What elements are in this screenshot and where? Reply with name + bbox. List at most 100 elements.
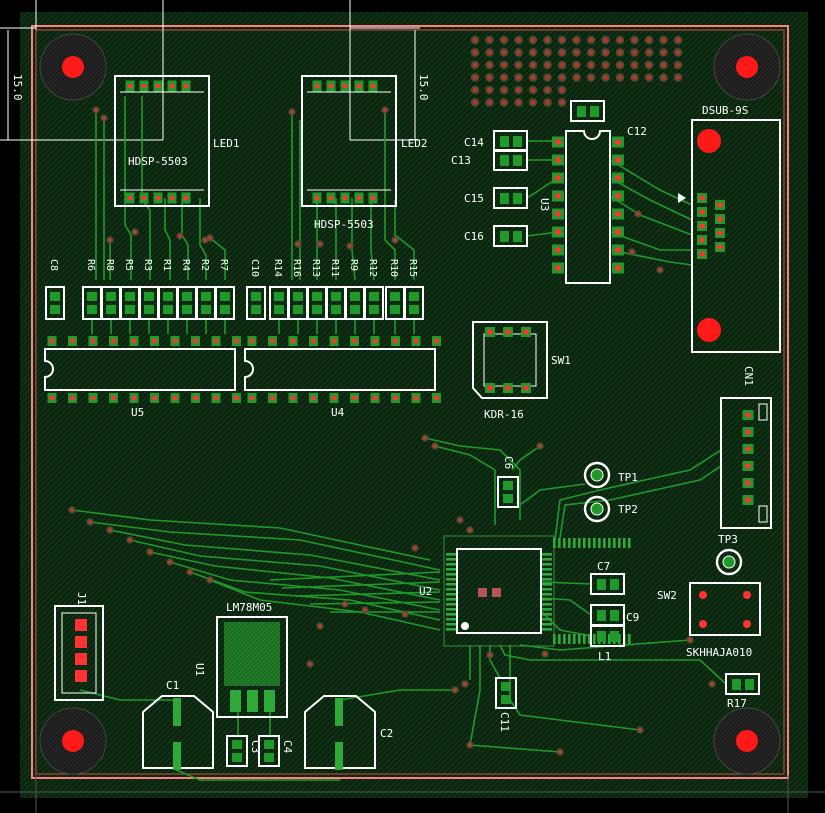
- grid-pin-hole: [589, 63, 593, 67]
- grid-pin-hole: [618, 63, 622, 67]
- u2-pin: [446, 558, 456, 561]
- grid-pin-hole: [516, 100, 521, 105]
- copper-trace: [499, 644, 727, 685]
- grid-pin-hole: [487, 38, 492, 42]
- u2-pin: [598, 538, 601, 548]
- via-hole: [348, 244, 352, 248]
- c1-label: C1: [166, 679, 179, 692]
- u2-pin: [446, 588, 456, 591]
- u2-pin: [593, 538, 596, 548]
- led-pad-hole: [328, 83, 334, 89]
- grid-pin-hole: [502, 50, 506, 55]
- dip-pad-hole: [233, 338, 240, 344]
- resistor-pad: [390, 292, 400, 301]
- grid-pin-hole: [516, 63, 521, 67]
- dsub-pad-hole: [717, 216, 723, 222]
- sw1-pad-hole: [487, 329, 493, 335]
- hdsp-label-2: HDSP-5503: [314, 218, 374, 231]
- resistor-outline: [404, 286, 424, 320]
- c9-label: C9: [626, 611, 639, 624]
- u2-pin: [573, 634, 576, 644]
- u2-pin: [628, 538, 631, 548]
- tp2-label: TP2: [618, 503, 638, 516]
- resistor-outline: [364, 286, 384, 320]
- skhh-label: SKHHAJA010: [686, 646, 752, 659]
- l1-label: L1: [598, 650, 611, 663]
- via-hole: [538, 444, 542, 448]
- dip-pad-hole: [192, 395, 199, 401]
- led-pad-hole: [155, 195, 161, 201]
- cn1-label: CN1: [742, 366, 755, 386]
- dip-pad-hole: [233, 395, 240, 401]
- copper-trace: [434, 445, 496, 525]
- c7-footprint: [590, 573, 625, 595]
- led-pad-hole: [183, 83, 189, 89]
- cn1-pad-hole: [745, 463, 751, 469]
- grid-pin-hole: [560, 100, 564, 105]
- grid-pin-hole: [531, 100, 535, 105]
- resistor-pad: [274, 292, 284, 301]
- u2-pin: [542, 578, 552, 581]
- c13-label: C13: [451, 154, 471, 167]
- via-hole: [463, 682, 467, 686]
- resistor-pad: [163, 305, 173, 314]
- via-hole: [148, 550, 152, 554]
- grid-pin-hole: [545, 88, 550, 92]
- resistor-label-r16: R16: [291, 259, 302, 277]
- via-hole: [393, 238, 397, 242]
- grid-pin-hole: [560, 88, 564, 92]
- led-pad-hole: [328, 195, 334, 201]
- resistor-pad: [390, 305, 400, 314]
- copper-traces: [68, 96, 727, 781]
- resistor-pad: [125, 305, 135, 314]
- u3-pad-hole: [614, 228, 622, 236]
- dsub-pad-hole: [699, 237, 705, 243]
- dimension-label-right: 15.0: [417, 74, 430, 101]
- via-hole: [636, 212, 640, 216]
- grid-pin-hole: [516, 75, 521, 80]
- u2-pin: [542, 598, 552, 601]
- resistor-label-r1: R1: [161, 259, 172, 271]
- c13-footprint: [493, 149, 528, 171]
- copper-trace: [309, 601, 441, 605]
- grid-pin-hole: [603, 63, 608, 67]
- grid-pin-hole: [502, 88, 506, 92]
- dip-pad-hole: [351, 338, 358, 344]
- via-hole: [423, 436, 427, 440]
- grid-pin-hole: [676, 38, 680, 42]
- resistor-label-r14: R14: [272, 259, 283, 277]
- via-hole: [318, 242, 322, 246]
- cn1-pad-hole: [745, 412, 751, 418]
- dip-pad-hole: [249, 395, 255, 401]
- led-pad-hole: [127, 195, 133, 201]
- via-hole: [178, 234, 182, 238]
- dip-pad-hole: [151, 395, 158, 401]
- u2-pin: [542, 563, 552, 566]
- dip-pad-hole: [131, 338, 137, 344]
- dip-pad-hole: [90, 395, 96, 401]
- test-point-grid: [470, 35, 683, 107]
- u2-pin: [558, 634, 561, 644]
- resistor-pad: [369, 292, 379, 301]
- dip-pad-hole: [269, 395, 276, 401]
- c3-label: C3: [249, 740, 262, 753]
- u2-pin: [558, 538, 561, 548]
- grid-pin-hole: [603, 75, 608, 80]
- u2-pin: [553, 538, 556, 548]
- grid-pin-hole: [647, 75, 651, 80]
- u5-footprint: [44, 336, 241, 403]
- via-hole: [88, 520, 92, 524]
- u3-pad-hole: [554, 228, 562, 236]
- grid-pin-hole: [618, 50, 622, 55]
- tp2: [583, 495, 611, 523]
- grid-pin-hole: [647, 63, 651, 67]
- copper-trace: [209, 237, 226, 280]
- u2-pin: [563, 538, 566, 548]
- resistor-label-r7: R7: [218, 259, 229, 271]
- copper-trace: [384, 110, 396, 280]
- grid-pin-hole: [618, 75, 622, 80]
- resistor-pad: [87, 292, 97, 301]
- cn1-pad-hole: [745, 497, 751, 503]
- resistor-label-r6: R6: [85, 259, 96, 271]
- u2-pin: [618, 538, 621, 548]
